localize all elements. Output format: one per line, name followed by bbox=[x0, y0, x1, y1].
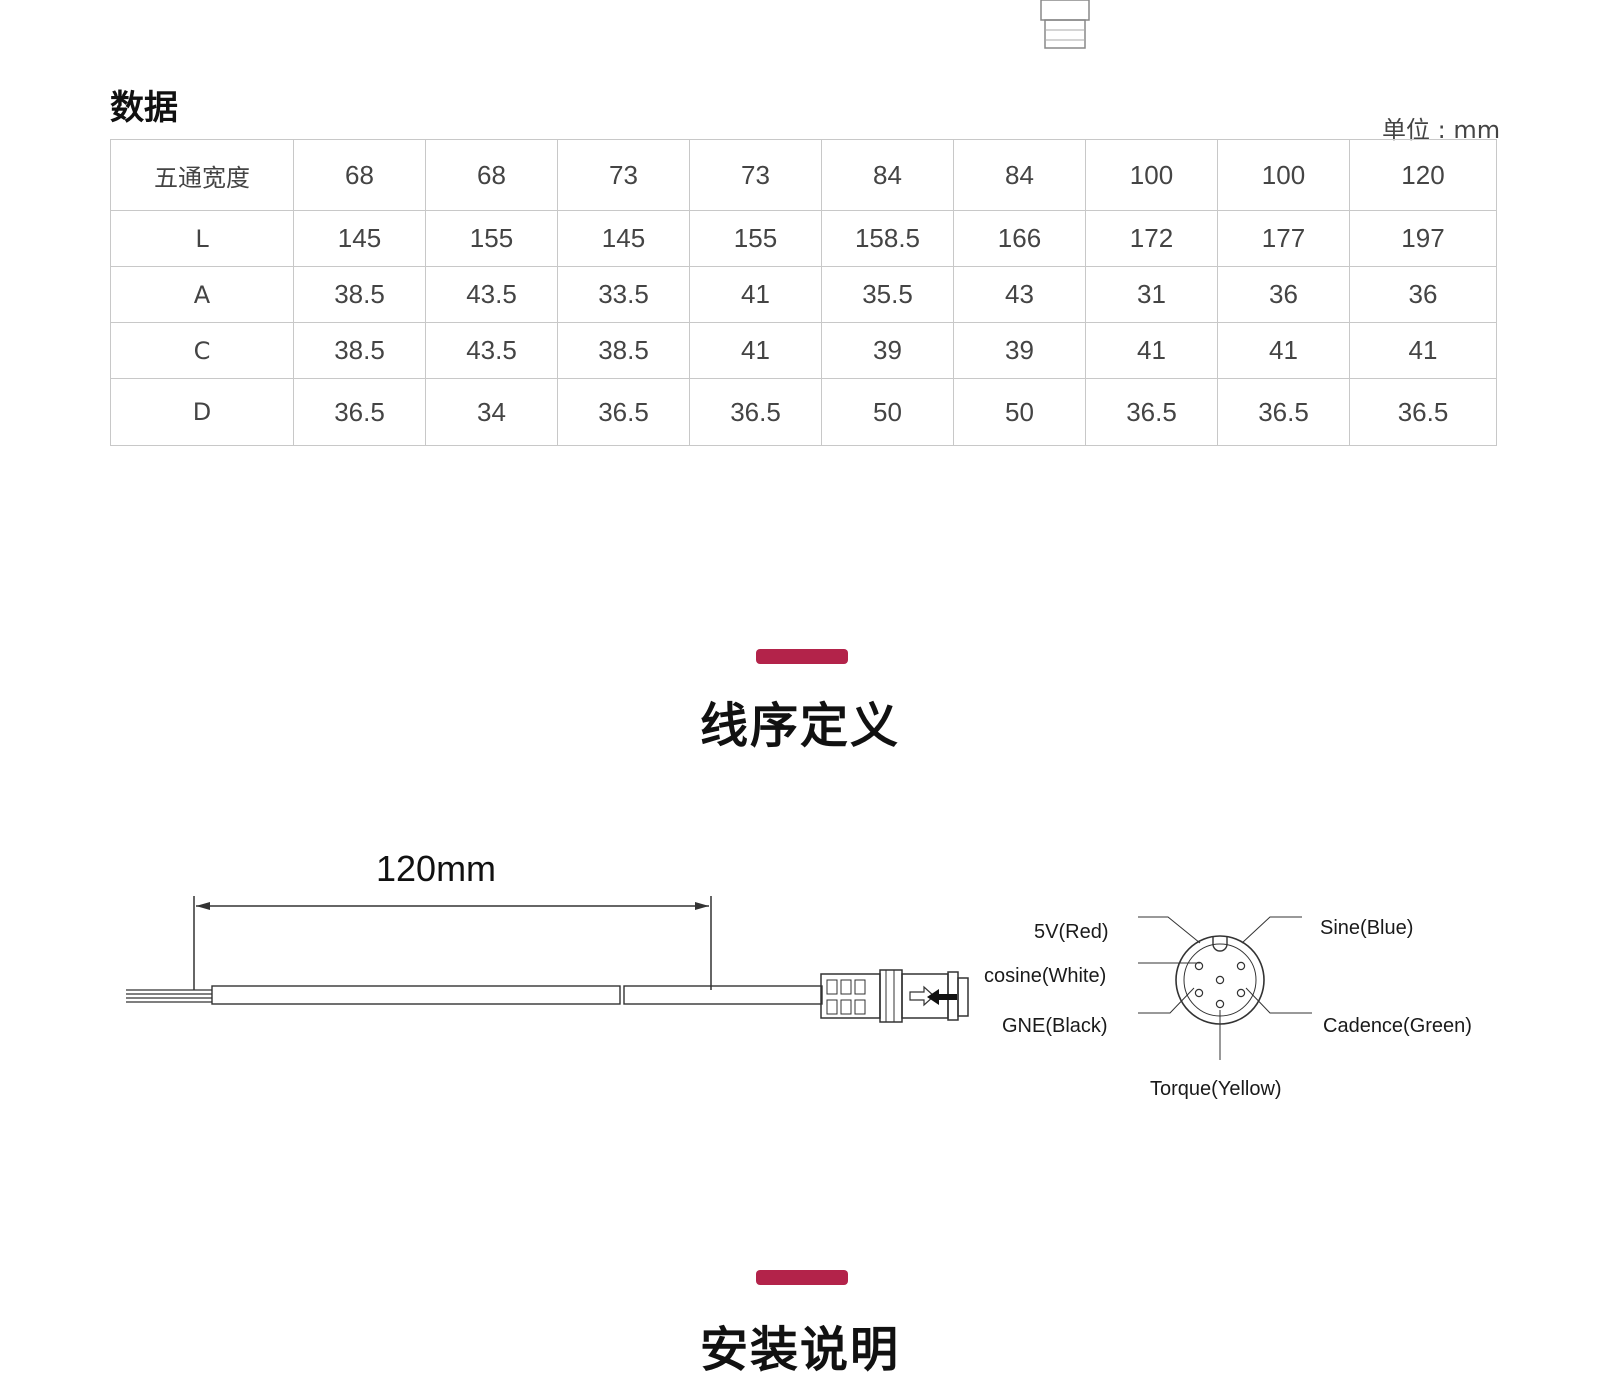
connector-pinout-diagram bbox=[1138, 916, 1312, 1060]
table-cell: 177 bbox=[1217, 210, 1350, 267]
table-cell: 100 bbox=[1085, 139, 1218, 211]
row-label: C bbox=[110, 322, 294, 379]
table-cell: 36 bbox=[1217, 266, 1350, 323]
table-cell: 50 bbox=[953, 378, 1086, 446]
pin-label-blue: Sine(Blue) bbox=[1320, 917, 1414, 939]
table-cell: 36.5 bbox=[1085, 378, 1218, 446]
table-cell: 39 bbox=[821, 322, 954, 379]
table-cell: 38.5 bbox=[557, 322, 690, 379]
table-cell: 68 bbox=[425, 139, 558, 211]
table-cell: 41 bbox=[689, 322, 822, 379]
table-cell: 145 bbox=[557, 210, 690, 267]
table-cell: 39 bbox=[953, 322, 1086, 379]
table-cell: 84 bbox=[953, 139, 1086, 211]
pin-label-white: cosine(White) bbox=[984, 965, 1107, 987]
install-section-title: 安装说明 bbox=[699, 1322, 900, 1378]
pin-label-black: GNE(Black) bbox=[1002, 1015, 1108, 1037]
table-cell: 36 bbox=[1349, 266, 1497, 323]
table-cell: 38.5 bbox=[293, 322, 426, 379]
table-cell: 158.5 bbox=[821, 210, 954, 267]
table-cell: 155 bbox=[425, 210, 558, 267]
table-cell: 166 bbox=[953, 210, 1086, 267]
row-label: A bbox=[110, 266, 294, 323]
table-cell: 36.5 bbox=[1349, 378, 1497, 446]
wire-section-accent-bar bbox=[756, 649, 848, 664]
table-cell: 120 bbox=[1349, 139, 1497, 211]
table-cell: 43.5 bbox=[425, 322, 558, 379]
table-cell: 73 bbox=[689, 139, 822, 211]
cable-length-label: 120mm bbox=[376, 848, 497, 889]
table-cell: 41 bbox=[1085, 322, 1218, 379]
table-cell: 145 bbox=[293, 210, 426, 267]
cable-diagram bbox=[126, 896, 969, 1023]
row-label: 五通宽度 bbox=[110, 139, 294, 211]
table-cell: 50 bbox=[821, 378, 954, 446]
row-label: L bbox=[110, 210, 294, 267]
table-cell: 36.5 bbox=[689, 378, 822, 446]
table-cell: 100 bbox=[1217, 139, 1350, 211]
table-cell: 41 bbox=[1349, 322, 1497, 379]
data-section-title: 数据 bbox=[110, 88, 178, 128]
table-cell: 155 bbox=[689, 210, 822, 267]
pin-label-red: 5V(Red) bbox=[1034, 921, 1109, 943]
wire-section-title: 线序定义 bbox=[699, 698, 900, 754]
table-cell: 33.5 bbox=[557, 266, 690, 323]
table-cell: 36.5 bbox=[557, 378, 690, 446]
connector-arrow-icon bbox=[927, 989, 957, 1005]
table-cell: 43 bbox=[953, 266, 1086, 323]
product-illustration-fragment bbox=[1040, 0, 1090, 49]
table-cell: 34 bbox=[425, 378, 558, 446]
install-section-accent-bar bbox=[756, 1270, 848, 1285]
table-cell: 68 bbox=[293, 139, 426, 211]
table-cell: 41 bbox=[689, 266, 822, 323]
table-cell: 31 bbox=[1085, 266, 1218, 323]
table-cell: 36.5 bbox=[293, 378, 426, 446]
row-label: D bbox=[110, 378, 294, 446]
table-cell: 84 bbox=[821, 139, 954, 211]
table-cell: 41 bbox=[1217, 322, 1350, 379]
table-cell: 38.5 bbox=[293, 266, 426, 323]
table-cell: 36.5 bbox=[1217, 378, 1350, 446]
table-cell: 43.5 bbox=[425, 266, 558, 323]
table-cell: 73 bbox=[557, 139, 690, 211]
pin-label-green: Cadence(Green) bbox=[1323, 1015, 1472, 1037]
table-cell: 197 bbox=[1349, 210, 1497, 267]
table-cell: 35.5 bbox=[821, 266, 954, 323]
table-cell: 172 bbox=[1085, 210, 1218, 267]
pin-label-yellow: Torque(Yellow) bbox=[1150, 1078, 1282, 1100]
